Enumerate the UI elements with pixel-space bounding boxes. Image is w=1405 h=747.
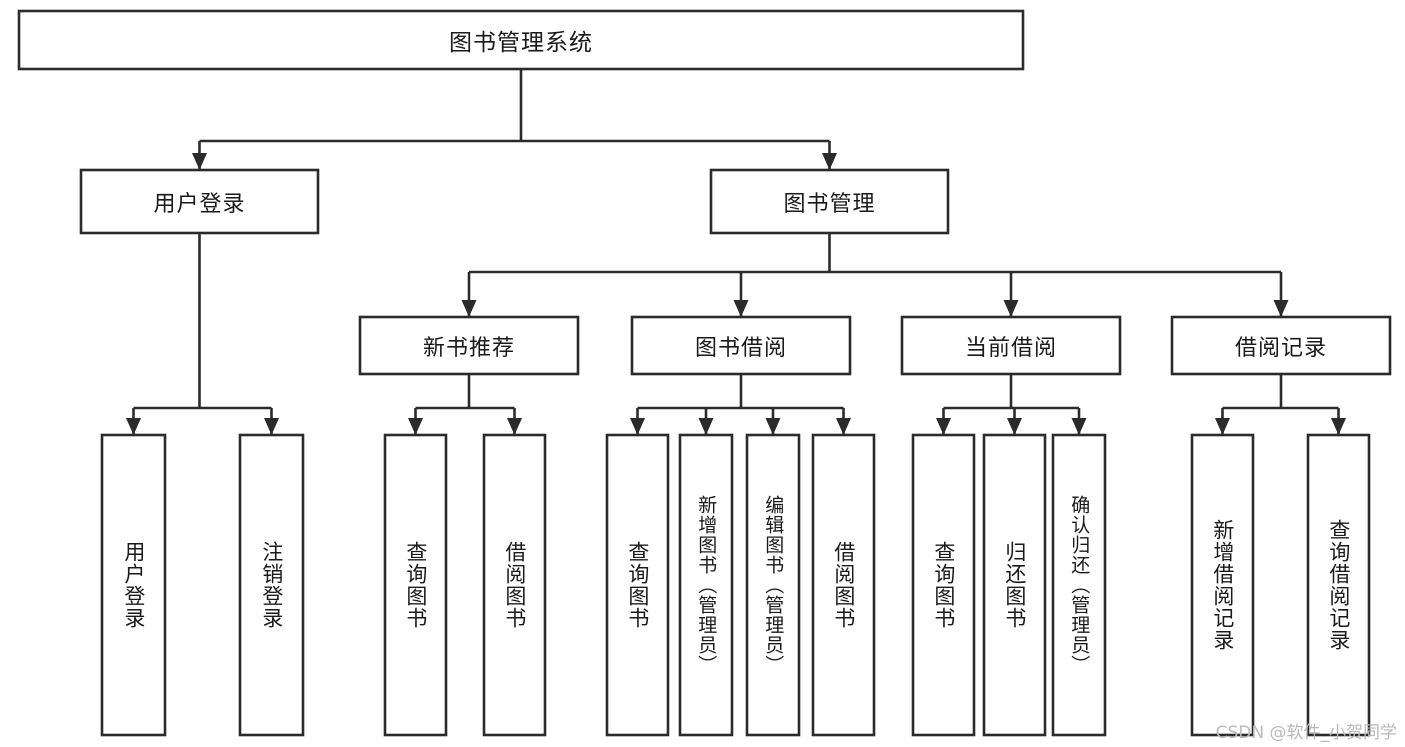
arrow-head-icon <box>836 418 851 435</box>
node-box-leaf-add-borrow-record[interactable] <box>1190 433 1255 737</box>
node-box-borrow-record[interactable] <box>1170 315 1392 376</box>
arrow-head-icon <box>936 418 951 435</box>
arrow-head-icon <box>733 300 749 317</box>
connectors-layer <box>126 69 1346 435</box>
arrow-head-icon <box>408 418 423 435</box>
node-box-root[interactable] <box>17 9 1025 71</box>
node-box-leaf-add-book-admin[interactable] <box>678 433 734 737</box>
nodes-layer <box>17 9 1392 737</box>
arrow-head-icon <box>1215 418 1230 435</box>
arrow-head-icon <box>765 418 781 435</box>
node-box-leaf-edit-book-admin[interactable] <box>745 433 801 737</box>
arrow-head-icon <box>507 418 522 435</box>
node-box-leaf-query-books-current[interactable] <box>911 433 976 737</box>
arrow-head-icon <box>126 418 141 435</box>
node-box-user-login[interactable] <box>79 168 320 235</box>
arrow-head-icon <box>698 418 714 435</box>
arrow-head-icon <box>822 153 837 170</box>
node-box-leaf-query-books-recommend[interactable] <box>383 433 448 737</box>
node-box-leaf-query-books-borrow[interactable] <box>605 433 670 737</box>
node-box-leaf-user-login[interactable] <box>100 433 167 737</box>
arrow-head-icon <box>1273 300 1289 317</box>
node-box-leaf-borrow-books-borrow[interactable] <box>811 433 876 737</box>
arrow-head-icon <box>461 300 477 317</box>
arrow-head-icon <box>630 418 645 435</box>
node-box-leaf-logout[interactable] <box>238 433 305 737</box>
arrow-head-icon <box>1003 300 1019 317</box>
node-box-leaf-confirm-return-admin[interactable] <box>1051 433 1107 737</box>
arrow-head-icon <box>1071 418 1087 435</box>
node-box-new-book-recommend[interactable] <box>358 315 580 376</box>
arrow-head-icon <box>264 418 279 435</box>
node-box-current-borrow[interactable] <box>900 315 1122 376</box>
node-box-book-management[interactable] <box>709 168 950 235</box>
node-box-leaf-return-books[interactable] <box>982 433 1047 737</box>
arrow-head-icon <box>1331 418 1346 435</box>
node-box-leaf-borrow-books-recommend[interactable] <box>482 433 547 737</box>
node-box-leaf-query-borrow-record[interactable] <box>1306 433 1371 737</box>
node-box-book-borrow[interactable] <box>630 315 852 376</box>
arrow-head-icon <box>1007 418 1022 435</box>
arrow-head-icon <box>192 153 207 170</box>
